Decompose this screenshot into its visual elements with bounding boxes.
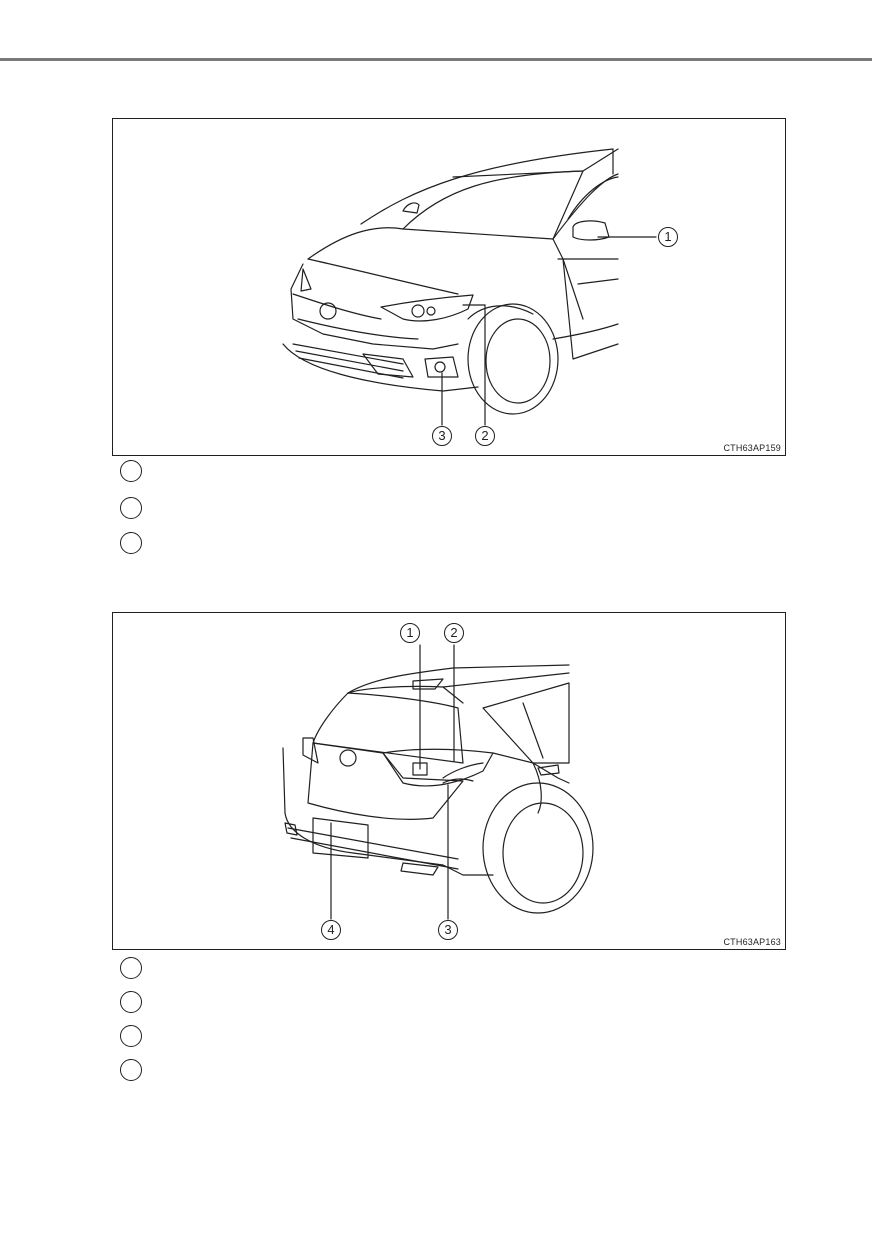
- figure-code: CTH63AP159: [723, 443, 781, 453]
- legend-marker-rear-3: [120, 1025, 142, 1047]
- legend-marker-front-2: [120, 497, 142, 519]
- callout-2: 2: [475, 426, 495, 446]
- callout-1: 1: [658, 227, 678, 247]
- front-car-illustration: [282, 148, 657, 426]
- legend-marker-front-1: [120, 460, 142, 482]
- callout-3: 3: [438, 920, 458, 940]
- callout-1: 1: [400, 623, 420, 643]
- legend-marker-rear-1: [120, 957, 142, 979]
- legend-marker-front-3: [120, 532, 142, 554]
- figure-code: CTH63AP163: [723, 937, 781, 947]
- header-rule: [0, 58, 872, 61]
- callout-4: 4: [321, 920, 341, 940]
- callout-2: 2: [444, 623, 464, 643]
- legend-marker-rear-2: [120, 991, 142, 1013]
- callout-3: 3: [432, 426, 452, 446]
- figure-front-view: 1 2 3 CTH63AP159: [112, 118, 786, 456]
- legend-marker-rear-4: [120, 1059, 142, 1081]
- figure-rear-view: 1 2 3 4 CTH63AP163: [112, 612, 786, 950]
- rear-car-illustration: [282, 644, 594, 920]
